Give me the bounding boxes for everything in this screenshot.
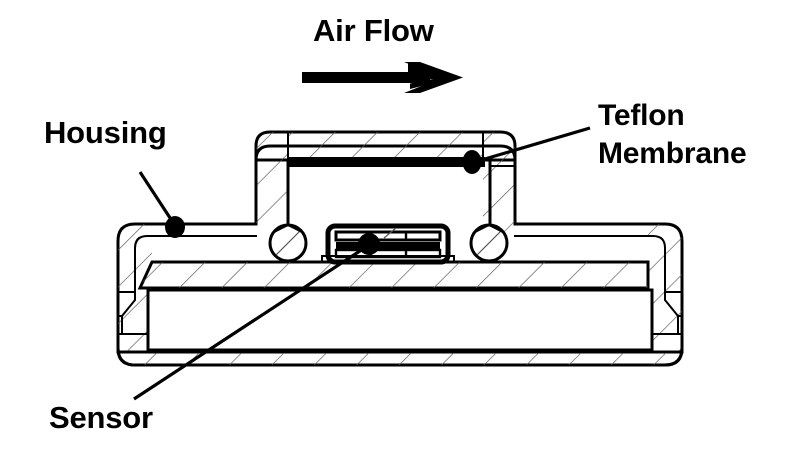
sensor-leader-dot — [358, 233, 380, 255]
sensor-label: Sensor — [49, 400, 153, 435]
teflon-membrane-leader-line — [477, 126, 591, 163]
o-ring-left-seat — [274, 223, 302, 233]
air-flow-label: Air Flow — [313, 13, 435, 48]
teflon-membrane-label-line-2: Membrane — [598, 137, 746, 170]
o-ring-left-hatch — [275, 230, 301, 256]
teflon-membrane-leader-dot — [462, 150, 482, 174]
housing-inner-wall-left — [133, 235, 257, 250]
housing-inner-wall-right — [514, 235, 667, 250]
arrow-right-icon — [302, 62, 463, 93]
internal-cavity — [146, 288, 654, 352]
o-ring-right-hatch — [476, 230, 502, 256]
teflon-membrane-label-line-1: Teflon — [598, 99, 685, 132]
sensor-leader-line — [133, 245, 367, 401]
housing-leader-dot — [165, 216, 185, 238]
o-ring-right-seat — [475, 223, 503, 233]
sensor-seat — [321, 255, 455, 263]
teflon-membrane-layer — [288, 158, 484, 166]
hatch-mid-body — [140, 262, 648, 288]
housing-label: Housing — [44, 115, 167, 150]
housing-leader-line — [138, 171, 176, 225]
